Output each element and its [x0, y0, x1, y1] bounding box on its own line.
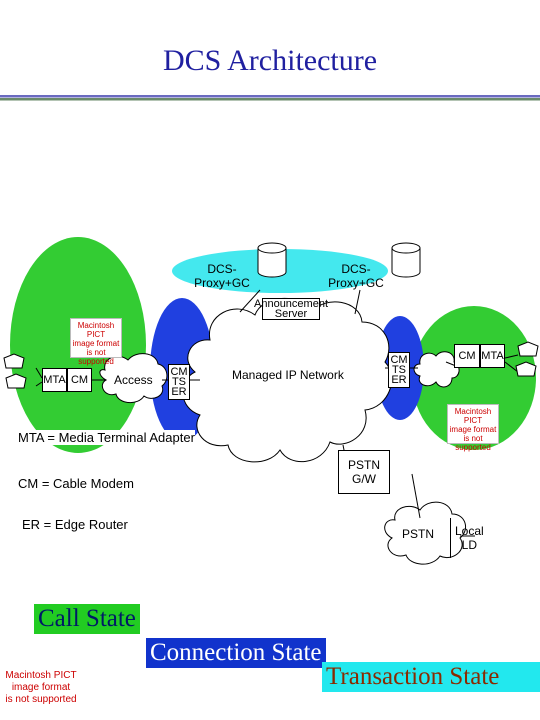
pict-placeholder-right: Macintosh PICT image format is not suppo… — [447, 404, 499, 452]
pstn-cloud — [384, 501, 467, 565]
mta-right-box: MTA — [480, 344, 505, 368]
subscriber-zone-right — [412, 306, 536, 450]
pstn-gateway-box: PSTN G/W — [338, 450, 390, 494]
dcs-proxy-right-label: DCS- Proxy+GC — [328, 262, 384, 290]
access-label: Access — [114, 373, 153, 387]
cm-ts-er-left-box: CM TS ER — [168, 364, 190, 400]
access-cloud-right — [413, 351, 460, 388]
pict-placeholder-left: Macintosh PICT image format is not suppo… — [70, 318, 122, 366]
access-cloud — [99, 353, 168, 403]
pict-placeholder-bottom: Macintosh PICT image format is not suppo… — [0, 668, 82, 710]
title-rule — [0, 95, 540, 101]
phone-icon — [3, 341, 539, 389]
transaction-state-label: Transaction State — [322, 662, 540, 692]
pstn-label: PSTN — [402, 527, 435, 541]
cm-ts-er-right-box: CM TS ER — [388, 352, 410, 388]
dcs-proxy-left-label: DCS- Proxy+GC — [194, 262, 250, 290]
cm-right-box: CM — [454, 344, 480, 368]
mta-left-box: MTA — [42, 368, 67, 392]
legend-er: ER = Edge Router — [22, 517, 128, 532]
links — [35, 289, 519, 537]
page-title: DCS Architecture — [162, 44, 378, 77]
announcement-server-box: Announcement Server — [254, 298, 328, 320]
managed-ip-network-label: Managed IP Network — [232, 368, 344, 382]
database-left-icon — [257, 242, 287, 278]
call-state-label: Call State — [34, 604, 140, 634]
cm-left-box: CM — [67, 368, 92, 392]
connection-state-label: Connection State — [146, 638, 326, 668]
legend-cm: CM = Cable Modem — [18, 476, 134, 491]
legend-mta: MTA = Media Terminal Adapter — [18, 430, 195, 445]
database-right-icon — [391, 242, 421, 278]
local-ld-box: Local LD — [450, 518, 490, 558]
